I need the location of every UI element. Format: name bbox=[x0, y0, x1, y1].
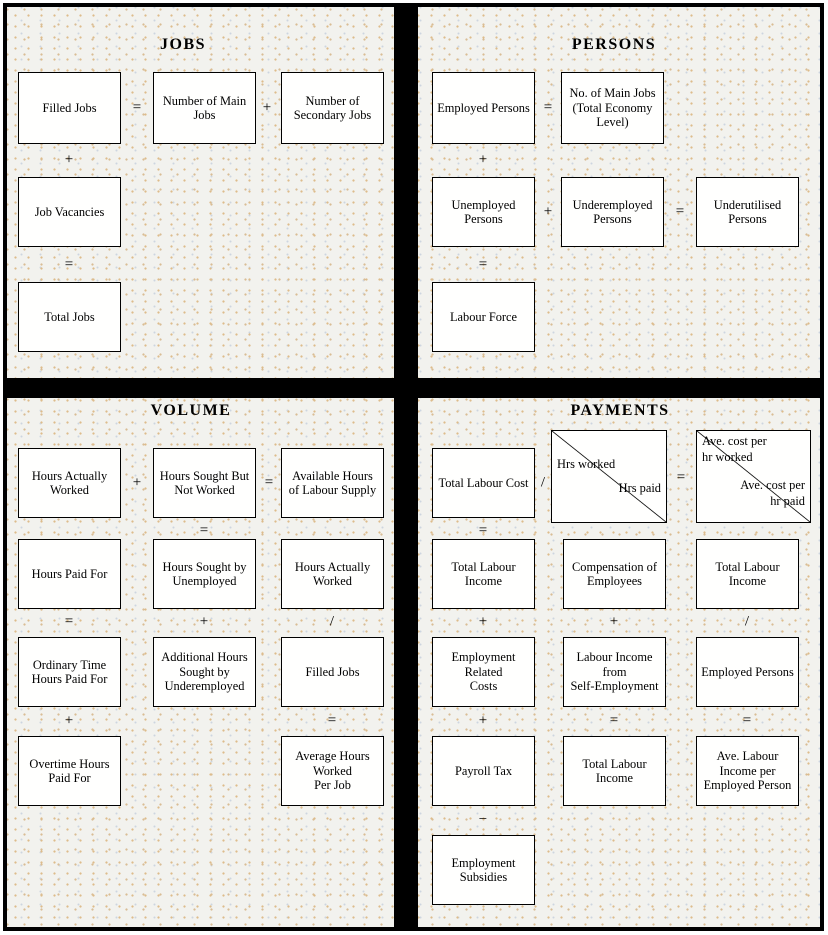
quadrant-payments: PAYMENTS Total Labour Cost Hrs worked Hr… bbox=[418, 398, 820, 927]
op-divide: / bbox=[540, 474, 546, 491]
box-hours-paid-for: Hours Paid For bbox=[18, 539, 121, 609]
op-equals: = bbox=[478, 522, 488, 539]
quadrant-persons: PERSONS Employed Persons No. of Main Job… bbox=[418, 7, 820, 378]
vertical-divider bbox=[394, 7, 418, 927]
op-equals: = bbox=[543, 99, 553, 116]
op-plus: + bbox=[64, 151, 74, 168]
box-total-labour-income-2: Total Labour Income bbox=[696, 539, 799, 609]
box-employed-persons: Employed Persons bbox=[432, 72, 535, 144]
box-filled-jobs-volume: Filled Jobs bbox=[281, 637, 384, 707]
quadrant-title-payments: PAYMENTS bbox=[570, 402, 670, 419]
box-job-vacancies: Job Vacancies bbox=[18, 177, 121, 247]
op-equals: = bbox=[742, 712, 752, 729]
box-number-of-main-jobs: Number of Main Jobs bbox=[153, 72, 256, 144]
op-equals: = bbox=[264, 474, 274, 491]
box-number-of-secondary-jobs: Number of Secondary Jobs bbox=[281, 72, 384, 144]
box-total-labour-cost: Total Labour Cost bbox=[432, 448, 535, 518]
box-ordinary-time-hours-paid-for: Ordinary Time Hours Paid For bbox=[18, 637, 121, 707]
box-underutilised-persons: Underutilised Persons bbox=[696, 177, 799, 247]
op-equals: = bbox=[199, 522, 209, 539]
diag-label-hrs-paid: Hrs paid bbox=[618, 480, 661, 495]
box-unemployed-persons: Unemployed Persons bbox=[432, 177, 535, 247]
box-available-hours-of-labour-supply: Available Hours of Labour Supply bbox=[281, 448, 384, 518]
op-plus: + bbox=[262, 99, 272, 116]
box-labour-income-from-self-employment: Labour Income from Self-Employment bbox=[563, 637, 666, 707]
op-equals: = bbox=[64, 613, 74, 630]
op-equals: = bbox=[327, 712, 337, 729]
box-hrs-worked-hrs-paid-ratio: Hrs worked Hrs paid bbox=[551, 430, 667, 523]
box-total-labour-income-3: Total Labour Income bbox=[563, 736, 666, 806]
quadrant-title-persons: PERSONS bbox=[571, 36, 657, 53]
quadrant-title-jobs: JOBS bbox=[159, 36, 207, 53]
box-ave-labour-income-per-employed-person: Ave. Labour Income per Employed Person bbox=[696, 736, 799, 806]
op-equals: = bbox=[478, 256, 488, 273]
op-equals: = bbox=[64, 256, 74, 273]
op-minus: − bbox=[478, 811, 488, 828]
box-employment-related-costs: Employment Related Costs bbox=[432, 637, 535, 707]
box-labour-force: Labour Force bbox=[432, 282, 535, 352]
op-equals: = bbox=[132, 99, 142, 116]
box-total-jobs: Total Jobs bbox=[18, 282, 121, 352]
box-hours-actually-worked-2: Hours Actually Worked bbox=[281, 539, 384, 609]
box-employment-subsidies: Employment Subsidies bbox=[432, 835, 535, 905]
box-average-hours-worked-per-job: Average Hours Worked Per Job bbox=[281, 736, 384, 806]
box-hours-sought-by-unemployed: Hours Sought by Unemployed bbox=[153, 539, 256, 609]
diag-label-ave-cost-per-hr-worked: Ave. cost per hr worked bbox=[702, 434, 767, 464]
box-compensation-of-employees: Compensation of Employees bbox=[563, 539, 666, 609]
op-equals: = bbox=[609, 712, 619, 729]
quadrant-jobs: JOBS Filled Jobs Number of Main Jobs Num… bbox=[7, 7, 394, 378]
diag-label-hrs-worked: Hrs worked bbox=[557, 457, 616, 471]
horizontal-divider bbox=[7, 378, 820, 398]
op-plus: + bbox=[478, 613, 488, 630]
box-total-labour-income: Total Labour Income bbox=[432, 539, 535, 609]
diag-label-ave-cost-per-hr-paid: Ave. cost per hr paid bbox=[740, 478, 805, 508]
box-filled-jobs: Filled Jobs bbox=[18, 72, 121, 144]
box-no-of-main-jobs-total-economy: No. of Main Jobs (Total Economy Level) bbox=[561, 72, 664, 144]
box-hours-actually-worked: Hours Actually Worked bbox=[18, 448, 121, 518]
op-plus: + bbox=[609, 613, 619, 630]
op-plus: + bbox=[543, 203, 553, 220]
quadrant-title-volume: VOLUME bbox=[150, 402, 232, 419]
op-divide: / bbox=[329, 613, 335, 630]
op-equals: = bbox=[675, 203, 685, 220]
op-plus: + bbox=[64, 712, 74, 729]
box-overtime-hours-paid-for: Overtime Hours Paid For bbox=[18, 736, 121, 806]
box-employed-persons-payments: Employed Persons bbox=[696, 637, 799, 707]
diagram-frame: JOBS Filled Jobs Number of Main Jobs Num… bbox=[3, 3, 824, 931]
box-additional-hours-sought-by-underemployed: Additional Hours Sought by Underemployed bbox=[153, 637, 256, 707]
op-equals: = bbox=[676, 469, 686, 486]
op-plus: + bbox=[478, 712, 488, 729]
op-plus: + bbox=[132, 474, 142, 491]
box-hours-sought-but-not-worked: Hours Sought But Not Worked bbox=[153, 448, 256, 518]
op-plus: + bbox=[478, 151, 488, 168]
box-underemployed-persons: Underemployed Persons bbox=[561, 177, 664, 247]
op-plus: + bbox=[199, 613, 209, 630]
quadrant-volume: VOLUME Hours Actually Worked Hours Sough… bbox=[7, 398, 394, 927]
box-ave-cost-per-hr-ratio: Ave. cost per hr worked Ave. cost per hr… bbox=[696, 430, 811, 523]
op-divide: / bbox=[744, 613, 750, 630]
box-payroll-tax: Payroll Tax bbox=[432, 736, 535, 806]
